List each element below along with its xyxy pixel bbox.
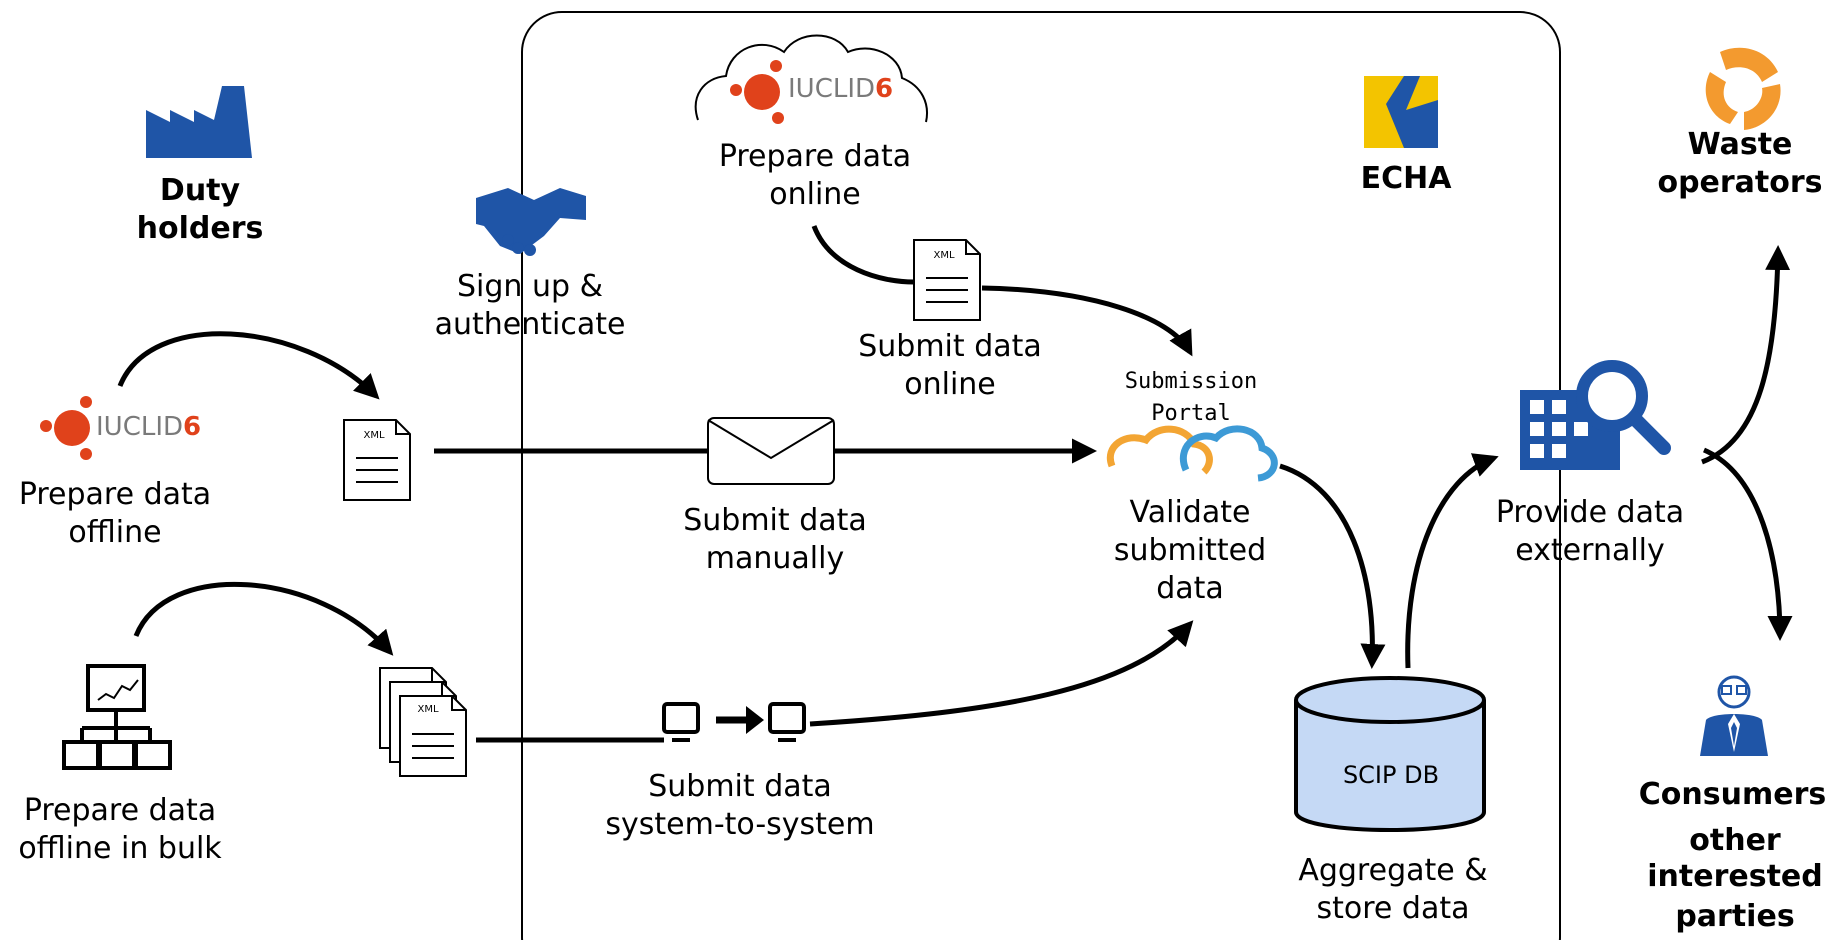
- prepare-offline-label: Prepare data offline: [18, 477, 212, 550]
- submission-portal-cloud-icon: [1106, 425, 1278, 482]
- submission-portal-label: Submission Portal: [1124, 369, 1258, 426]
- prepare-online-label: Prepare data online: [718, 139, 912, 212]
- iuclid-offline-logo-text: IUCLID6: [96, 412, 202, 442]
- consumers-parties-label: parties: [1675, 899, 1795, 934]
- prepare-bulk-label: Prepare data offline in bulk: [18, 793, 222, 866]
- submit-manually-label: Submit data manually: [683, 503, 867, 576]
- envelope-icon: [707, 417, 835, 485]
- arrow-bulk-to-xml: [133, 581, 394, 656]
- iuclid-logo-offline-icon: [40, 396, 92, 460]
- factory-icon: [146, 86, 252, 158]
- xml-file-online-tag: XML: [933, 250, 954, 261]
- system-to-system-icon: [662, 702, 806, 742]
- xml-file-stack-icon: [379, 667, 467, 777]
- handshake-icon: [476, 188, 586, 256]
- echa-logo-icon: [1364, 76, 1438, 148]
- waste-operators-label: Waste operators: [1657, 127, 1823, 200]
- echa-label: ECHA: [1360, 161, 1452, 196]
- arrow-db-to-provide: [1405, 453, 1499, 669]
- submit-online-label: Submit data online: [858, 329, 1042, 402]
- consumers-interested-label: interested: [1647, 859, 1823, 894]
- building-search-icon: [1520, 360, 1671, 470]
- consumer-person-icon: [1700, 675, 1768, 756]
- arrow-iuclid-to-xml: [117, 331, 380, 400]
- network-computers-icon: [62, 664, 172, 770]
- arrow-portal-to-db: [1279, 463, 1386, 669]
- iuclid-logo-online-icon: [730, 60, 784, 124]
- arrow-s2s-to-portal: [809, 620, 1194, 727]
- consumers-other-label: other: [1689, 823, 1781, 858]
- validate-label: Validate submitted data: [1113, 495, 1267, 606]
- submit-s2s-label: Submit data system-to-system: [605, 769, 875, 842]
- iuclid-cloud-icon: [694, 34, 928, 123]
- scip-db-label: SCIP DB: [1342, 761, 1440, 789]
- scip-db-cylinder: [1294, 676, 1486, 832]
- xml-file-offline-tag: XML: [363, 430, 384, 441]
- iuclid-online-logo-text: IUCLID6: [788, 74, 894, 104]
- arrow-online-to-portal: [811, 225, 1190, 352]
- consumers-label: Consumers: [1638, 777, 1827, 812]
- arrow-provide-to-waste: [1701, 245, 1791, 465]
- xml-file-stack-tag: XML: [417, 704, 438, 715]
- sign-up-label: Sign up & authenticate: [434, 269, 626, 342]
- provide-label: Provide data externally: [1495, 495, 1685, 568]
- aggregate-label: Aggregate & store data: [1298, 853, 1488, 926]
- duty-holders-label: Duty holders: [136, 173, 264, 246]
- arrow-provide-to-consumers: [1703, 447, 1793, 641]
- echa-boundary: [521, 11, 1561, 940]
- recycle-icon: [1705, 47, 1781, 130]
